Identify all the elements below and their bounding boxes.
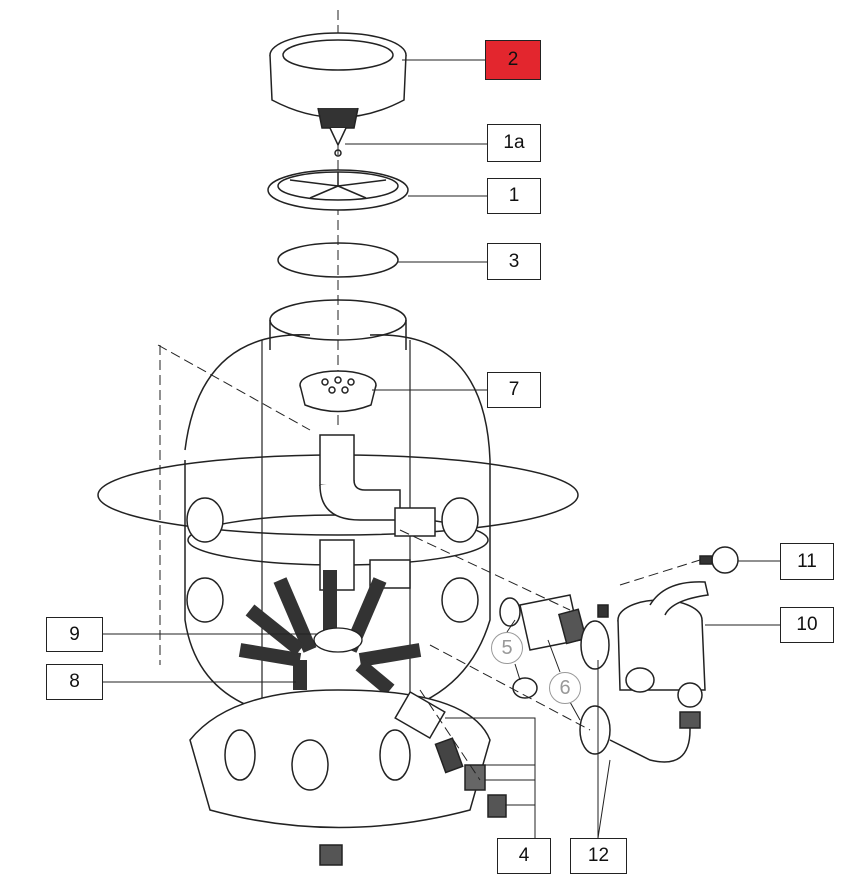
multiport-valve-part-10 — [597, 581, 709, 708]
tank-base — [189, 689, 491, 866]
pressure-gauge-part-11 — [699, 546, 739, 574]
callout-1: 1 — [487, 178, 541, 214]
circled-callout-6: 6 — [549, 672, 581, 704]
callout-12: 12 — [570, 838, 627, 874]
callout-2: 2 — [485, 40, 541, 80]
couplings-part-5-6 — [499, 594, 701, 763]
leader-lines — [103, 59, 780, 839]
callout-9: 9 — [46, 617, 103, 652]
laterals-part-8 — [238, 570, 422, 696]
assembly-guide-lines — [157, 344, 701, 781]
o-ring-part-1a — [334, 149, 342, 157]
callout-10: 10 — [780, 607, 834, 643]
o-ring-part-3 — [277, 242, 399, 278]
callout-4: 4 — [497, 838, 551, 874]
callout-8: 8 — [46, 664, 103, 700]
drain-assembly-part-4 — [394, 690, 507, 818]
cover-plate-part-1 — [267, 169, 409, 211]
callout-11: 11 — [780, 543, 834, 580]
lid-part-2 — [269, 32, 407, 147]
callout-3: 3 — [487, 243, 541, 280]
callout-7: 7 — [487, 372, 541, 408]
internal-pipes — [319, 434, 436, 591]
callout-1a: 1a — [487, 124, 541, 162]
diffuser-part-7 — [299, 370, 377, 413]
hub-part-9 — [313, 627, 363, 653]
circled-callout-5: 5 — [491, 632, 523, 664]
